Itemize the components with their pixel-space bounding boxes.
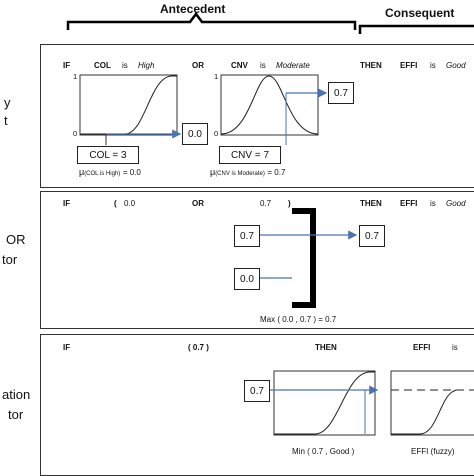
p1-cnv-var: CNV bbox=[231, 61, 248, 70]
p3-then-keyword: THEN bbox=[315, 343, 337, 352]
p1-axis-one-a: 1 bbox=[73, 72, 78, 81]
cnv-moderate-curve bbox=[220, 75, 319, 135]
side-label-step1-b: t bbox=[4, 113, 8, 128]
side-label-step1-a: y bbox=[4, 95, 11, 110]
effi-clipped-curve bbox=[391, 389, 457, 435]
side-label-step2-a: OR bbox=[6, 232, 26, 247]
p2-if-keyword: IF bbox=[63, 199, 71, 208]
p1-moderate-term: Moderate bbox=[276, 61, 310, 70]
p2-effi-var: EFFI bbox=[400, 199, 418, 208]
p2-paren-close: ) bbox=[288, 199, 291, 208]
min-good-plot bbox=[273, 370, 376, 436]
max-bracket bbox=[292, 208, 316, 308]
consequent-header: Consequent bbox=[385, 6, 455, 20]
col-high-curve bbox=[80, 75, 177, 135]
max-formula-label: Max ( 0.0 , 0.7 ) = 0.7 bbox=[260, 315, 337, 324]
p2-max-output: 0.7 bbox=[359, 225, 385, 247]
p3-is: is bbox=[452, 343, 458, 352]
p1-is-3: is bbox=[430, 61, 436, 70]
effi-fuzzy-label: EFFI (fuzzy) bbox=[411, 447, 455, 456]
p1-axis-zero-b: 0 bbox=[214, 129, 219, 138]
mu-cnv-symbol: μ bbox=[210, 167, 216, 177]
mu-col-sub: (COL is High) bbox=[84, 171, 121, 177]
p1-axis-zero-a: 0 bbox=[73, 129, 78, 138]
p1-axis-one-b: 1 bbox=[214, 72, 219, 81]
cnv-input-box: CNV = 7 bbox=[219, 146, 281, 164]
p1-is-2: is bbox=[260, 61, 266, 70]
p3-input-value: 0.7 bbox=[244, 380, 270, 402]
cnv-moderate-membership-plot bbox=[220, 74, 319, 136]
col-membership-output: 0.0 bbox=[182, 123, 208, 145]
mu-cnv-value: = 0.7 bbox=[267, 168, 286, 177]
p2-then-keyword: THEN bbox=[360, 199, 382, 208]
p1-effi-var: EFFI bbox=[400, 61, 418, 70]
side-label-step3-a: ation bbox=[2, 387, 31, 402]
mu-col-value: = 0.0 bbox=[122, 168, 141, 177]
p2-or-keyword: OR bbox=[192, 199, 204, 208]
p1-then-keyword: THEN bbox=[360, 61, 382, 70]
p3-paren-value: ( 0.7 ) bbox=[188, 343, 209, 352]
p1-if-keyword: IF bbox=[63, 61, 71, 70]
mu-col-symbol: μ bbox=[79, 167, 85, 177]
p1-good-term: Good bbox=[446, 61, 466, 70]
p2-paren-open: ( bbox=[114, 199, 117, 208]
p1-or-keyword: OR bbox=[192, 61, 204, 70]
side-label-step3-b: tor bbox=[8, 407, 24, 422]
antecedent-header: Antecedent bbox=[160, 2, 226, 16]
side-label-step2-b: tor bbox=[2, 252, 18, 267]
p3-if-keyword: IF bbox=[63, 343, 71, 352]
good-curve-min bbox=[274, 371, 375, 435]
p1-high-term: High bbox=[138, 61, 155, 70]
p3-effi-var: EFFI bbox=[413, 343, 431, 352]
p2-is: is bbox=[430, 199, 436, 208]
p2-input-bottom: 0.0 bbox=[234, 268, 260, 290]
mu-cnv-sub: (CNV is Moderate) bbox=[215, 171, 265, 177]
p2-input-top: 0.7 bbox=[234, 225, 260, 247]
cnv-membership-output: 0.7 bbox=[328, 82, 354, 104]
p2-good-term: Good bbox=[446, 199, 466, 208]
mu-cnv-formula: μ(CNV is Moderate) = 0.7 bbox=[210, 167, 285, 177]
p2-val-b: 0.7 bbox=[260, 199, 272, 208]
col-input-box: COL = 3 bbox=[77, 146, 139, 164]
or-operator-panel bbox=[40, 191, 474, 329]
col-high-membership-plot bbox=[79, 74, 178, 136]
min-formula-label: Min ( 0.7 , Good ) bbox=[292, 447, 355, 456]
p1-col-var: COL bbox=[94, 61, 111, 70]
p1-is-1: is bbox=[122, 61, 128, 70]
mu-col-formula: μ(COL is High) = 0.0 bbox=[79, 167, 141, 177]
p2-val-a: 0.0 bbox=[124, 199, 136, 208]
